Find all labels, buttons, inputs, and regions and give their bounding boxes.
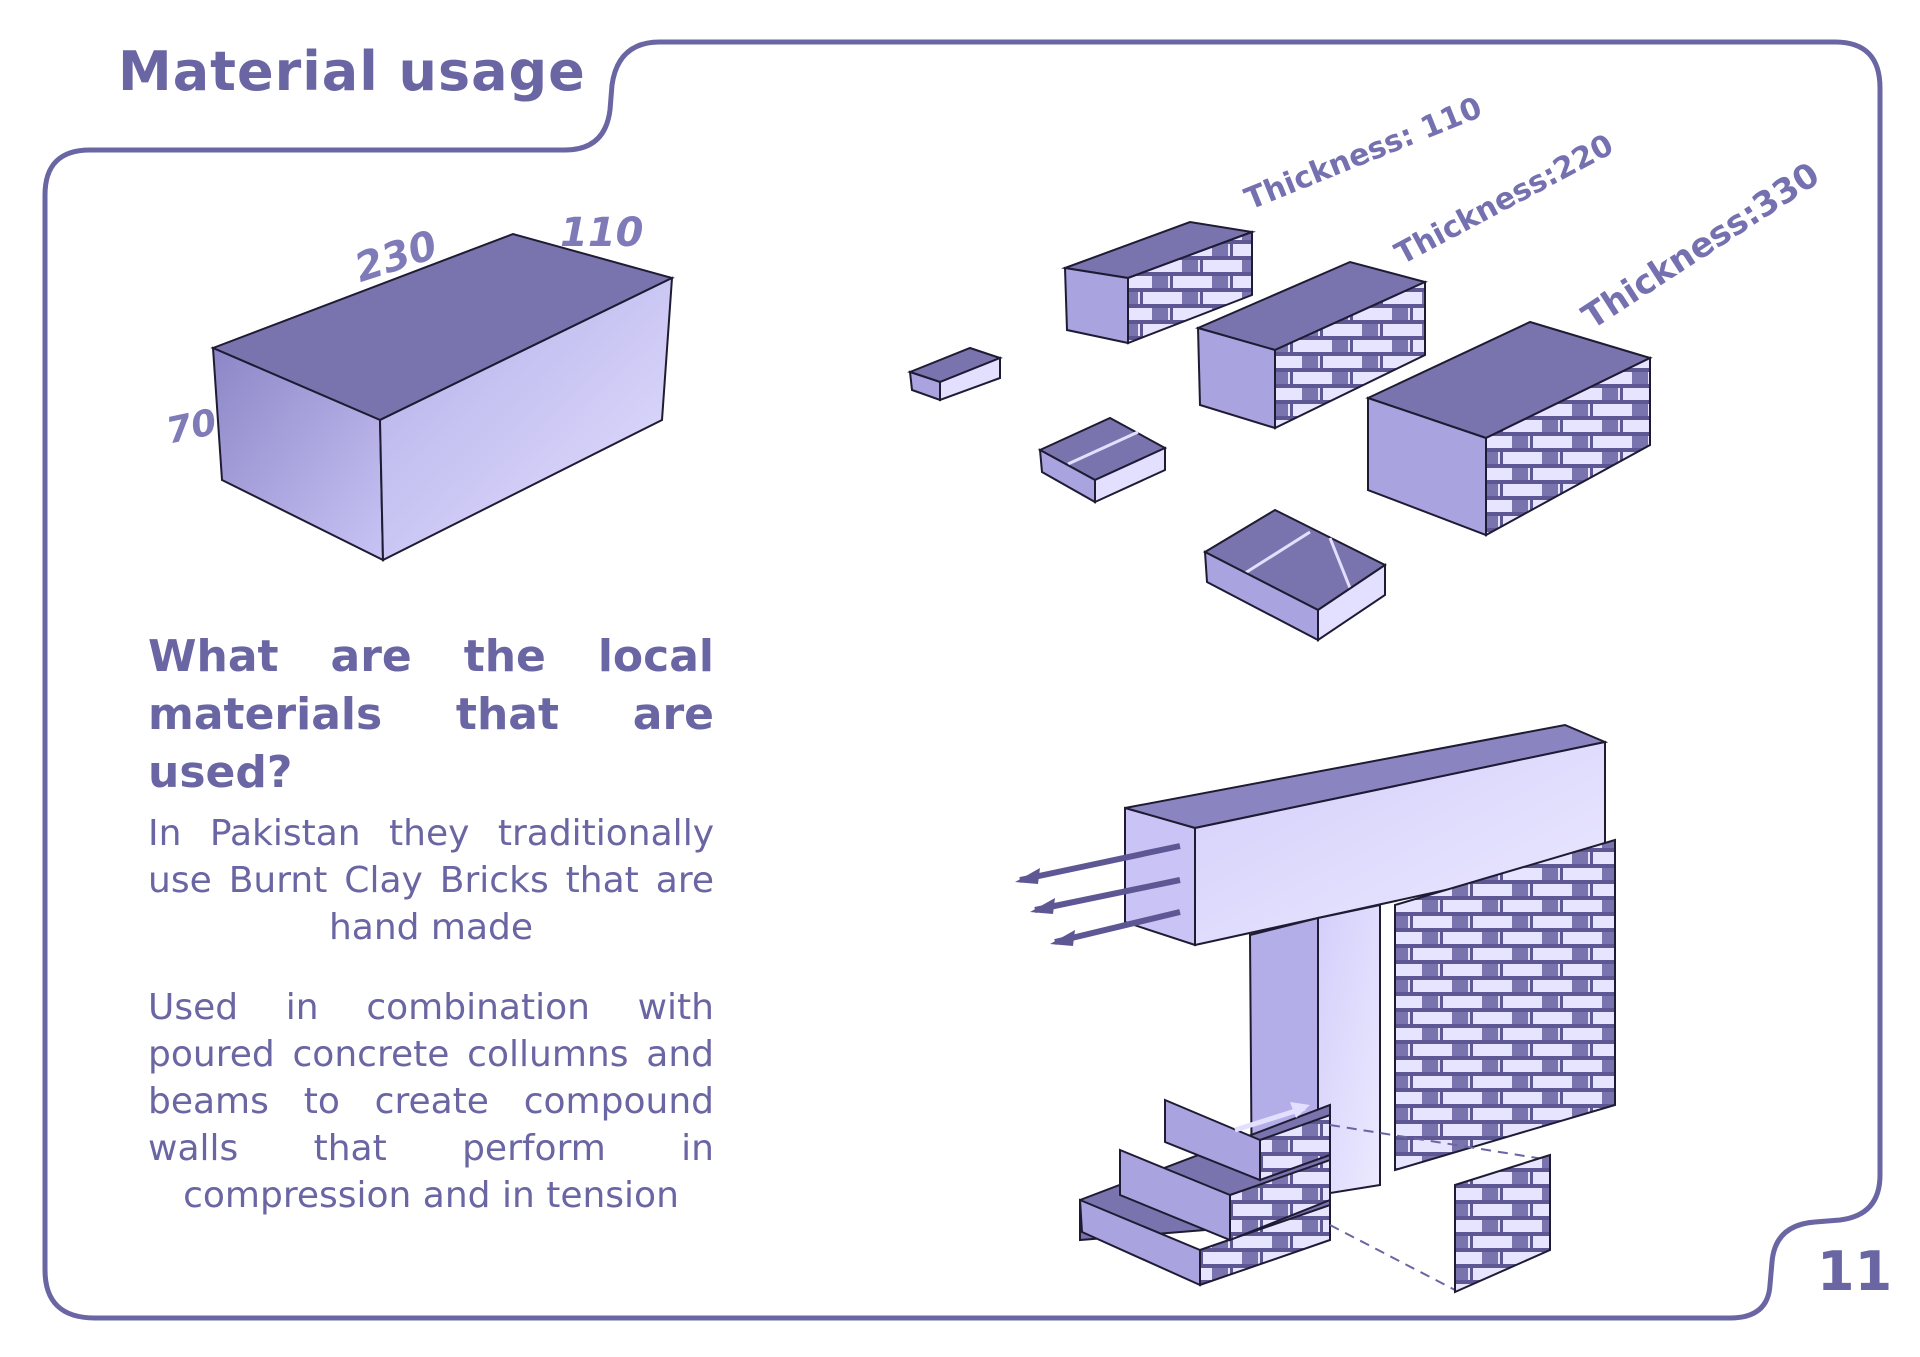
loose-brick-pair [1040, 418, 1165, 502]
paragraph-bricks: In Pakistan they traditionally use Burnt… [148, 810, 714, 951]
question-heading: What are the local materials that are us… [148, 628, 714, 802]
brick-width-label: 110 [560, 210, 644, 256]
loose-brick-group [1205, 510, 1385, 640]
page-title: Material usage [118, 40, 586, 103]
paragraph-concrete: Used in combination with poured concrete… [148, 984, 714, 1219]
page-number: 11 [1817, 1240, 1892, 1303]
brick-illustration [213, 234, 672, 560]
thickness-label-220: Thickness:220 [1389, 128, 1619, 272]
loose-brick-single [910, 348, 1000, 400]
thickness-label-110: Thickness: 110 [1240, 90, 1487, 217]
thickness-label-330: Thickness:330 [1575, 155, 1827, 338]
brick-height-label: 70 [163, 402, 221, 453]
concrete-frame-illustration [1015, 725, 1615, 1292]
